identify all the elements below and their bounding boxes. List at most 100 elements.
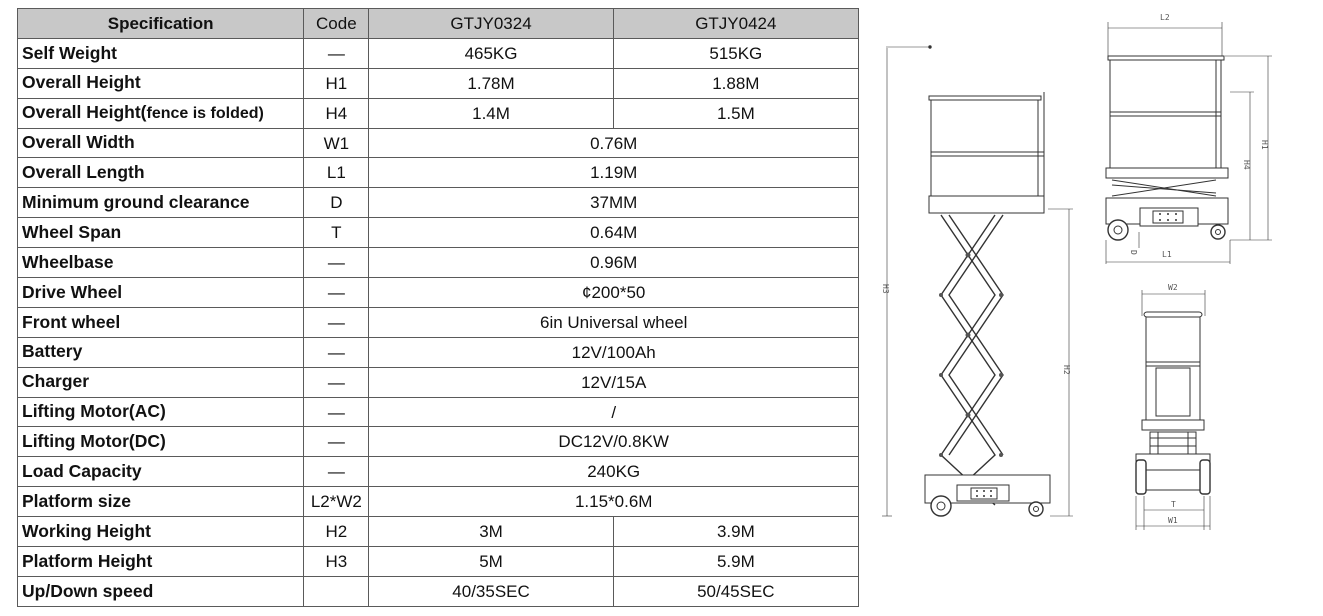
spec-name-cell: Platform Height xyxy=(16,546,305,577)
code-cell: T xyxy=(303,217,370,249)
spec-name: Overall Width xyxy=(22,132,135,153)
spec-name: Working Height xyxy=(22,520,151,541)
spec-name: Battery xyxy=(22,341,83,362)
spec-name-cell: Drive Wheel xyxy=(16,277,305,308)
t-dimension-label: T xyxy=(1171,500,1176,509)
spec-name: Load Capacity xyxy=(22,461,142,482)
extended-lift-drawing: H3 H2 xyxy=(876,40,1086,525)
l1-dimension-label: L1 xyxy=(1162,250,1172,259)
h4-dimension-label: H4 xyxy=(1242,160,1251,170)
model-1-value-cell: 465KG xyxy=(368,37,614,69)
table-row: Battery —12V/100Ah xyxy=(16,336,859,368)
code-cell xyxy=(303,575,370,607)
spec-name: Platform size xyxy=(22,490,131,511)
h3-dimension-label: H3 xyxy=(881,284,890,294)
code-cell: — xyxy=(303,366,370,398)
code-cell: L1 xyxy=(303,157,370,189)
code-cell: — xyxy=(303,396,370,428)
table-row: Load Capacity—240KG xyxy=(16,456,859,488)
spec-name: Charger xyxy=(22,371,90,392)
spec-name: Wheel Span xyxy=(22,221,122,242)
spec-name: Lifting Motor(DC) xyxy=(22,431,166,452)
shared-value-cell: 0.64M xyxy=(368,217,859,249)
spec-name-cell: Wheelbase xyxy=(16,247,305,279)
table-row: Charger —12V/15A xyxy=(16,366,859,398)
shared-value-cell: 0.76M xyxy=(368,127,859,159)
shared-value-cell: ¢200*50 xyxy=(368,277,859,308)
shared-value-cell: 240KG xyxy=(368,456,859,488)
shared-value-cell: 12V/15A xyxy=(368,366,859,398)
spec-name-cell: Up/Down speed xyxy=(16,575,305,607)
spec-name-cell: Lifting Motor(DC) xyxy=(16,426,305,458)
spec-name-cell: Overall Length xyxy=(16,157,305,189)
model-2-value-cell: 1.88M xyxy=(612,67,860,99)
shared-value-cell: / xyxy=(368,396,859,428)
h1-dimension-label: H1 xyxy=(1260,140,1269,150)
code-cell: H1 xyxy=(303,67,370,99)
shared-value-cell: 1.19M xyxy=(368,157,859,189)
h2-dimension-label: H2 xyxy=(1062,365,1071,375)
spec-name-cell: Front wheel xyxy=(16,306,305,338)
model-1-value-cell: 5M xyxy=(368,546,614,577)
spec-name: Lifting Motor(AC) xyxy=(22,401,166,422)
code-cell: W1 xyxy=(303,127,370,159)
shared-value-cell: 1.15*0.6M xyxy=(368,486,859,518)
spec-name-cell: Self Weight xyxy=(16,37,305,69)
code-cell: H3 xyxy=(303,546,370,577)
spec-name: Front wheel xyxy=(22,311,121,332)
spec-name: Overall Height( xyxy=(22,102,147,123)
spec-name: Platform Height xyxy=(22,550,153,571)
table-row: Front wheel —6in Universal wheel xyxy=(16,306,859,338)
shared-value-cell: 12V/100Ah xyxy=(368,336,859,368)
code-cell: — xyxy=(303,336,370,368)
spec-name-cell: Load Capacity xyxy=(16,456,305,488)
model-1-value-cell: 1.4M xyxy=(368,97,614,129)
spec-name-cell: Overall Height xyxy=(16,67,305,99)
shared-value-cell: 6in Universal wheel xyxy=(368,306,859,338)
spec-name: Up/Down speed xyxy=(22,580,154,601)
spec-name-cell: Minimum ground clearance xyxy=(16,187,305,219)
model-1-value-cell: 40/35SEC xyxy=(368,575,614,607)
spec-name: Overall Height xyxy=(22,72,141,93)
d-dimension-label: D xyxy=(1129,250,1138,255)
code-cell: — xyxy=(303,277,370,308)
w2-dimension-label: W2 xyxy=(1168,283,1178,292)
code-cell: — xyxy=(303,247,370,279)
spec-name-cell: Charger xyxy=(16,366,305,398)
spec-name-cell: Overall Height(fence is folded) xyxy=(16,97,305,129)
model-2-value-cell: 50/45SEC xyxy=(612,575,860,607)
header-model-2: GTJY0424 xyxy=(612,8,860,39)
header-specification: Specification xyxy=(16,8,305,39)
model-2-value-cell: 515KG xyxy=(612,37,860,69)
header-code: Code xyxy=(303,8,370,39)
spec-name-cell: Platform size xyxy=(16,486,305,518)
shared-value-cell: DC12V/0.8KW xyxy=(368,426,859,458)
code-cell: — xyxy=(303,426,370,458)
folded-lift-drawing: L2 H1 H4 D L1 xyxy=(1100,10,1280,275)
l2-dimension-label: L2 xyxy=(1160,13,1170,22)
model-1-value-cell: 1.78M xyxy=(368,67,614,99)
spec-name: Overall Length xyxy=(22,162,145,183)
table-row: Drive Wheel—¢200*50 xyxy=(16,277,859,308)
table-row: Lifting Motor(DC) —DC12V/0.8KW xyxy=(16,426,859,458)
code-cell: — xyxy=(303,306,370,338)
code-cell: H2 xyxy=(303,516,370,548)
model-2-value-cell: 1.5M xyxy=(612,97,860,129)
model-1-value-cell: 3M xyxy=(368,516,614,548)
code-cell: L2*W2 xyxy=(303,486,370,518)
code-cell: — xyxy=(303,37,370,69)
spec-table: Specification Code GTJY0324 GTJY0424 Sel… xyxy=(16,8,860,607)
spec-note: fence is folded) xyxy=(146,105,264,123)
code-cell: D xyxy=(303,187,370,219)
spec-name-cell: Battery xyxy=(16,336,305,368)
